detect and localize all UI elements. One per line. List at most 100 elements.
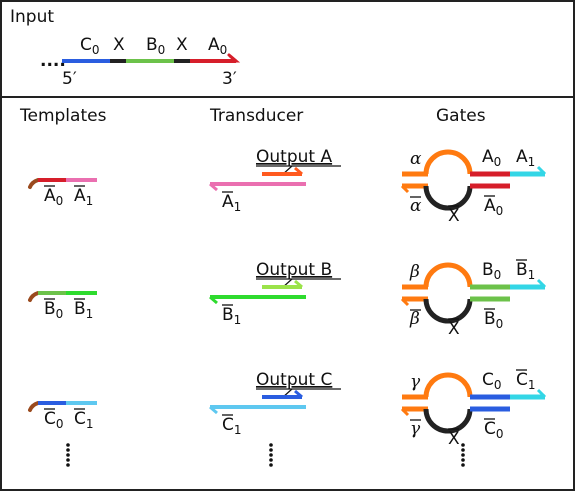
template-label-b-0-letter: A — [74, 186, 86, 206]
gate-bot-hook-1 — [400, 297, 410, 307]
gate-greek-bar-2: γ — [410, 419, 421, 439]
input-domain-label-0-sub: 0 — [92, 43, 100, 57]
input-domain-label-2-sub: 0 — [158, 43, 166, 57]
template-label-a-1-text: B0 — [44, 299, 63, 321]
gate-x-label-1-letter: X — [448, 319, 460, 339]
gate-top1-label-2: C0 — [482, 370, 502, 392]
gate-top1-label-2-text: C0 — [482, 370, 502, 392]
gate-bot-hook-2 — [400, 407, 410, 417]
input-domain-label-4: A0 — [208, 35, 227, 57]
template-label-b-2-text: C1 — [74, 409, 94, 431]
gate-top1-label-0-letter: A — [482, 147, 494, 167]
gate-x-label-1: X — [448, 318, 460, 339]
transducer-label-0-sub: 1 — [234, 200, 242, 214]
gate-top-hook-0 — [536, 165, 547, 176]
template-label-b-1: B1 — [74, 298, 94, 321]
transducer-label-0: A1 — [222, 191, 241, 214]
gate-bot-label-0-sub: 0 — [496, 204, 504, 218]
gate-x-label-2-letter: X — [448, 429, 460, 449]
transducer-output-label-2: Output C — [256, 370, 332, 390]
input-domain-label-2-text: B0 — [146, 35, 165, 57]
gate-top1-label-2-letter: C — [482, 370, 494, 390]
input-domain-label-1: X — [113, 35, 125, 55]
gate-top1-label-0: A0 — [482, 147, 501, 169]
dot-col1-1 — [269, 448, 273, 452]
dot-col0-0 — [66, 443, 70, 447]
gate-top2-label-0-sub: 1 — [528, 155, 536, 169]
gate-greek-bar-text-1: β — [409, 309, 420, 329]
transducer-long-hook-1 — [209, 295, 218, 305]
gate-x-label-2-text: X — [448, 429, 460, 449]
gate-top2-label-0: A1 — [516, 147, 535, 169]
transducer-output-label-0: Output A — [256, 147, 332, 167]
gate-bot-label-2-letter: C — [484, 419, 496, 439]
input-domain-label-3-text: X — [176, 35, 188, 55]
input-title: Input — [10, 7, 54, 27]
gate-bot-label-2: C0 — [484, 418, 504, 441]
dot-col0-3 — [66, 458, 70, 462]
dot-col2-3 — [461, 458, 465, 462]
gate-greek-2: γ — [410, 372, 421, 392]
dot-col0-2 — [66, 453, 70, 457]
template-1: B0 B1 — [28, 291, 97, 321]
gate-bot-hook-0 — [400, 184, 410, 194]
gate-bot-label-1-letter: B — [484, 309, 496, 329]
gate-bot-label-0: A0 — [484, 195, 503, 218]
gate-bot-arc-0 — [423, 185, 473, 211]
template-label-a-0: A0 — [44, 185, 63, 208]
gate-top1-label-0-sub: 0 — [494, 155, 502, 169]
gate-top1-label-2-sub: 0 — [494, 378, 502, 392]
dot-col2-1 — [461, 448, 465, 452]
gate-top-hook-2 — [536, 388, 547, 399]
transducer-short-hook-0 — [294, 166, 303, 176]
gate-top2-label-1-letter: B — [516, 260, 528, 280]
gate-top2-label-0-letter: A — [516, 147, 528, 167]
dot-col1-2 — [269, 453, 273, 457]
input-domain-label-3-letter: X — [176, 35, 188, 55]
gate-top-arc-1 — [423, 262, 473, 288]
input-domain-label-0-text: C0 — [80, 35, 100, 57]
gate-x-label-0-text: X — [448, 206, 460, 226]
gates-title: Gates — [436, 106, 486, 126]
transducer-label-0-letter: A — [222, 192, 234, 212]
template-label-b-1-sub: 1 — [86, 307, 94, 321]
template-label-a-2-text: C0 — [44, 409, 64, 431]
template-hook-2 — [28, 401, 40, 412]
input-domain-label-2: B0 — [146, 35, 165, 57]
gate-greek-1: β — [409, 262, 420, 282]
template-label-b-2-letter: C — [74, 409, 86, 429]
transducer-2: Output CC1 — [209, 370, 341, 437]
gate-x-label-0: X — [448, 205, 460, 226]
input-domain-label-4-letter: A — [208, 35, 220, 55]
gate-bot-label-1-text: B0 — [484, 309, 503, 331]
template-label-a-0-letter: A — [44, 186, 56, 206]
gate-top1-label-1-sub: 0 — [494, 268, 502, 282]
gate-bot-label-0-text: A0 — [484, 196, 503, 218]
input-domain-label-0: C0 — [80, 35, 100, 57]
gate-top2-label-1: B1 — [516, 259, 536, 282]
gate-top2-label-1-sub: 1 — [528, 268, 536, 282]
gate-top1-label-0-text: A0 — [482, 147, 501, 169]
template-label-a-2-letter: C — [44, 409, 56, 429]
dot-col0-1 — [66, 448, 70, 452]
transducer-short-hook-1 — [294, 279, 303, 289]
input-leader: .... — [40, 51, 66, 71]
outer-frame — [0, 0, 575, 491]
template-label-b-1-letter: B — [74, 299, 86, 319]
input-domain-label-1-letter: X — [113, 35, 125, 55]
transducer-label-1: B1 — [222, 304, 241, 327]
transducer-label-1-letter: B — [222, 305, 234, 325]
gate-top2-label-2: C1 — [516, 369, 536, 392]
template-label-b-0: A1 — [74, 185, 93, 208]
gate-top2-label-2-sub: 1 — [528, 378, 536, 392]
input-domain-label-4-sub: 0 — [220, 43, 228, 57]
template-hook-1 — [28, 291, 40, 302]
transducer-output-label-1: Output B — [256, 260, 332, 280]
template-hook-0 — [28, 178, 40, 189]
transducer-label-0-text: A1 — [222, 192, 241, 214]
gate-greek-bar-text-2: γ — [410, 419, 421, 439]
